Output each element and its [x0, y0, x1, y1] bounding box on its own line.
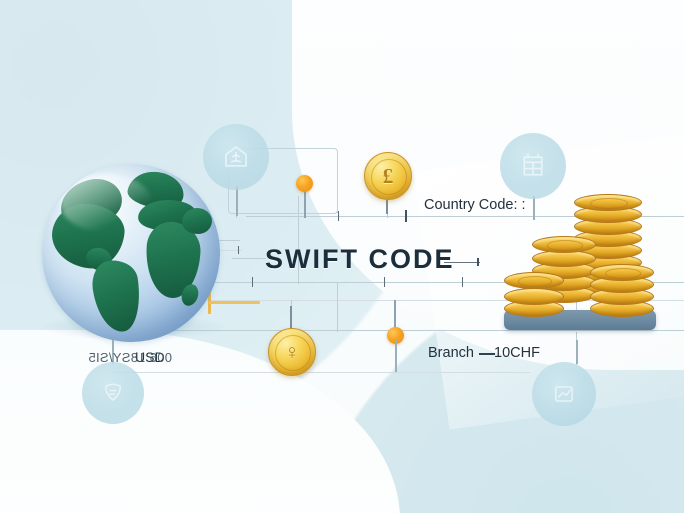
globe-landmass: [89, 257, 145, 335]
globe-illustration: [36, 162, 226, 352]
chart-icon: [555, 386, 573, 402]
connector-drop-mid-1: [337, 282, 338, 332]
connector-line-lower: [190, 282, 684, 283]
chart-icon-badge[interactable]: [532, 362, 596, 426]
connector-line-upper: [246, 216, 684, 217]
gold-connector-horizontal: [208, 301, 260, 304]
connector-line-title-left: [232, 258, 266, 259]
branch-dash: [479, 353, 495, 355]
orange-marker-stem-top: [304, 188, 306, 218]
bank-icon: [225, 145, 247, 167]
badge-eur-stem: [395, 340, 397, 372]
orange-marker-top[interactable]: [296, 175, 313, 192]
gold-coin-stacks: [498, 188, 666, 340]
tick-mark: [405, 210, 407, 222]
chf-value-label: 10CHF: [494, 345, 540, 361]
tick-mark: [238, 246, 239, 254]
globe-landmass: [182, 208, 212, 234]
building-icon-badge[interactable]: [500, 133, 566, 199]
page-title: SWIFT CODE: [265, 244, 455, 274]
building-icon: [523, 153, 543, 176]
globe-highlight: [60, 174, 152, 232]
coin-venus-stem: [290, 306, 292, 330]
badge-chart-stem: [576, 340, 578, 364]
gold-coin-venus[interactable]: ♀: [268, 328, 316, 376]
coin-pound-stem: [386, 196, 388, 214]
globe-sphere: [42, 164, 220, 342]
usd-garbled-text: 006 18SY/SI5: [88, 350, 172, 365]
tick-mark: [338, 211, 339, 221]
document-icon: [105, 383, 121, 401]
tick-mark: [252, 277, 253, 287]
badge-bank-stem: [236, 186, 238, 216]
pound-symbol: £: [382, 163, 394, 188]
badge-doc-stem: [112, 340, 114, 364]
connector-line-title-right: [444, 262, 480, 263]
document-icon-badge[interactable]: [82, 362, 144, 424]
usd-label: USD: [135, 349, 165, 365]
tick-mark: [462, 277, 463, 287]
badge-building-stem: [533, 196, 535, 220]
callout-connector: [336, 212, 338, 213]
tick-mark: [477, 258, 479, 266]
connector-line-mid: [206, 300, 684, 301]
venus-symbol: ♀: [284, 339, 300, 364]
country-code-label: Country Code: :: [424, 197, 526, 213]
bank-icon-badge[interactable]: [203, 124, 269, 190]
connector-line-bottom-2: [110, 372, 530, 373]
orange-marker-mid[interactable]: [387, 327, 404, 344]
branch-label: Branch: [428, 345, 474, 361]
orange-marker-stem-mid: [394, 300, 396, 338]
gold-coin-pound[interactable]: £: [364, 152, 412, 200]
connector-drop-orange-top: [298, 196, 299, 284]
tick-mark: [384, 277, 385, 287]
